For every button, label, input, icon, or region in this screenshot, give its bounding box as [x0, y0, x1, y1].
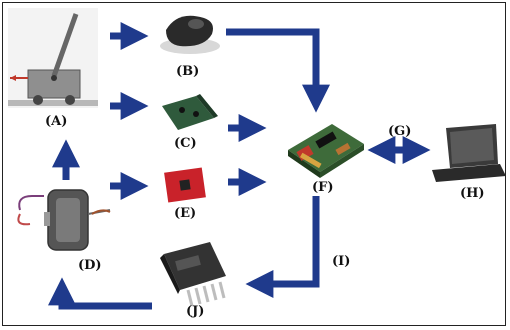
label-c: (C): [174, 136, 197, 151]
label-h: (H): [460, 186, 485, 201]
driver-chip-image: [160, 242, 226, 307]
arrow-f-to-j: [245, 196, 320, 298]
controller-board-image: [288, 124, 364, 178]
label-f: (F): [312, 180, 334, 195]
arrow-b-to-f: [226, 28, 330, 113]
label-g: (G): [388, 124, 412, 139]
sensor-board-c-image: [162, 94, 218, 130]
laptop-image: [432, 124, 506, 182]
motor-image: [17, 189, 111, 251]
pendulum-cart-image: [8, 8, 98, 108]
encoder-image: [160, 15, 220, 54]
arrows: [48, 22, 431, 310]
sensor-board-e-image: [164, 167, 206, 203]
arrow-j-to-d: [48, 277, 152, 310]
label-j: (J): [186, 304, 205, 319]
label-d: (D): [78, 258, 102, 273]
label-i: (I): [332, 254, 351, 269]
label-a: (A): [45, 114, 68, 129]
label-b: (B): [176, 64, 200, 79]
diagram-border: [2, 2, 506, 326]
label-e: (E): [174, 206, 197, 221]
